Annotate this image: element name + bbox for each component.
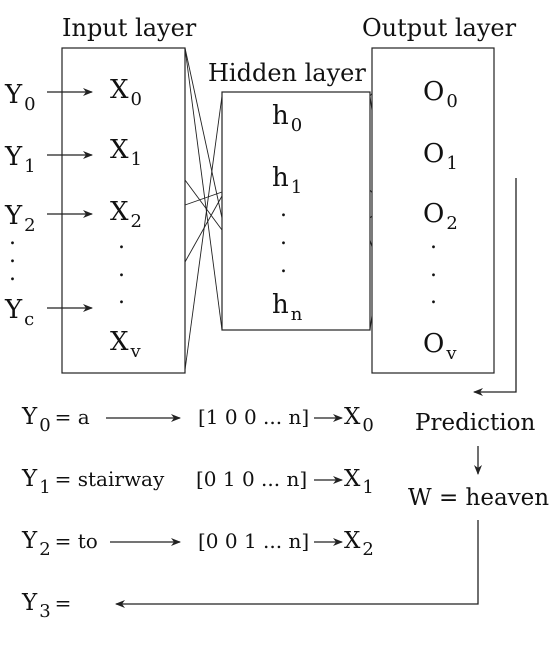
prediction-value: W = heaven: [408, 485, 549, 511]
connection-line: [184, 195, 223, 263]
output-to-prediction-arrow: [473, 178, 517, 396]
input-hidden-connections: [184, 47, 223, 371]
hidden-layer-title: Hidden layer: [208, 59, 366, 87]
connection-line: [184, 47, 223, 219]
ellipsis-dot: .: [280, 253, 287, 278]
input-layer-title: Input layer: [62, 14, 197, 42]
ellipsis-dot: .: [118, 257, 125, 282]
ellipsis-dot: .: [118, 229, 125, 254]
ellipsis-dot: .: [430, 284, 437, 309]
ellipsis-dot: .: [9, 225, 16, 250]
connection-line: [184, 95, 223, 371]
one-hot-vector: [1 0 0 ... n]: [198, 405, 309, 429]
input-layer-box: [61, 47, 186, 374]
ellipsis-dot: .: [280, 225, 287, 250]
connection-line: [184, 179, 223, 231]
ellipsis-dot: .: [118, 284, 125, 309]
hidden-layer-box: [221, 91, 371, 331]
one-hot-vector: [0 1 0 ... n]: [196, 467, 307, 491]
output-layer-title: Output layer: [362, 14, 517, 42]
ellipsis-dot: .: [9, 261, 16, 286]
ellipsis-dot: .: [9, 243, 16, 268]
ellipsis-dot: .: [430, 229, 437, 254]
one-hot-vector: [0 0 1 ... n]: [198, 529, 309, 553]
connection-line: [184, 191, 223, 206]
prediction-label: Prediction: [415, 410, 535, 436]
output-layer-box: [371, 47, 495, 374]
prediction-feedback-arrow: [115, 520, 479, 608]
ellipsis-dot: .: [430, 257, 437, 282]
connection-line: [184, 47, 223, 331]
ellipsis-dot: .: [280, 197, 287, 222]
